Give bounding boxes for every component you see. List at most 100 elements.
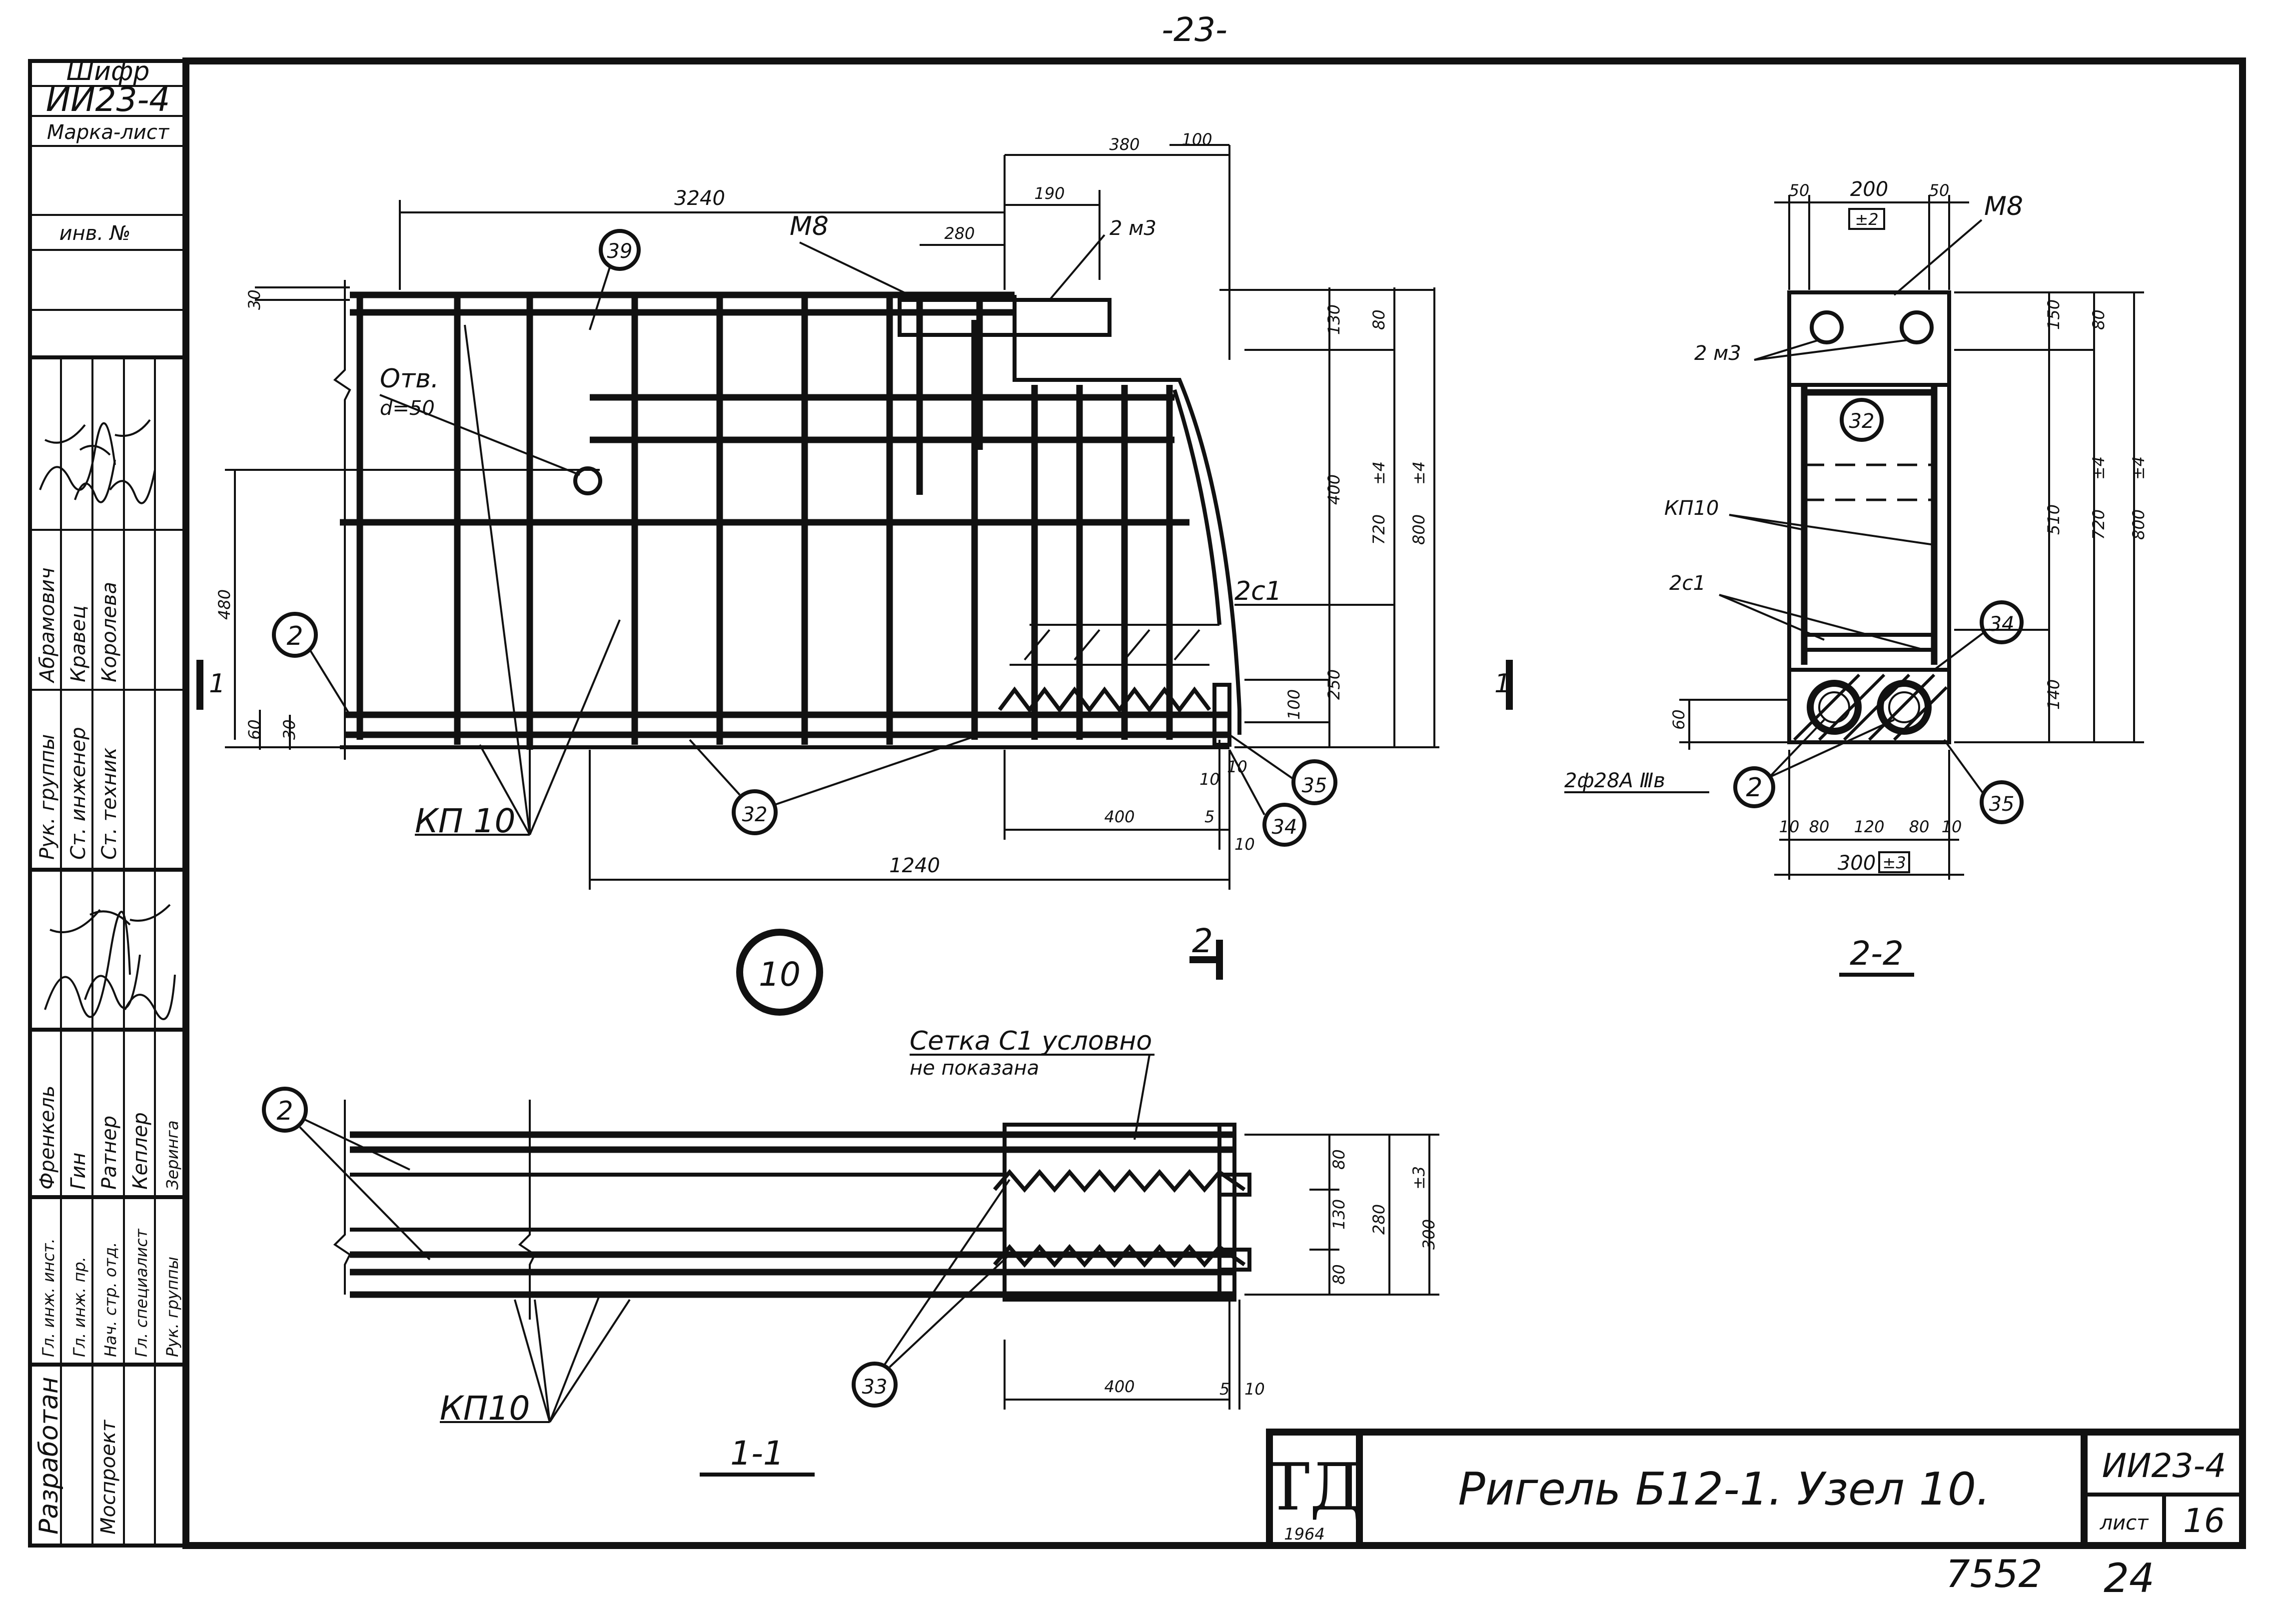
dim-190: 190 (1034, 184, 1065, 203)
stamp-top-role-1: Гл. инж. инст. (39, 1238, 58, 1357)
svg-text:33: 33 (862, 1376, 888, 1399)
dim-400: 400 (1324, 474, 1343, 505)
section-mark-2: 2 (1192, 922, 1213, 960)
s22-dim-b10b: 10 (1942, 817, 1962, 836)
s11-tol-300: ±3 (1409, 1166, 1428, 1190)
archive-number: 7552 (1946, 1552, 2042, 1596)
dim-left-30b: 30 (280, 719, 299, 740)
label-hole-d: d=50 (380, 397, 435, 420)
s11-dim-400: 400 (1104, 1377, 1135, 1396)
dim-left-60: 60 (245, 719, 264, 740)
s22-dim-b10a: 10 (1779, 817, 1800, 836)
dim-720-tol: ±4 (1369, 461, 1388, 485)
s11-dim-130: 130 (1329, 1199, 1348, 1230)
stamp-top-name-1: Френкель (36, 1086, 59, 1190)
s22-dim-200: 200 (1850, 178, 1888, 201)
section-2-2-title: 2-2 (1850, 934, 1904, 973)
svg-text:2: 2 (1746, 773, 1762, 803)
s22-dim-800: 800 (2129, 509, 2148, 540)
s11-balloon-33: 33 (852, 1179, 1011, 1408)
s22-tol-top: ±2 (1855, 210, 1878, 229)
label-2m3: 2 м3 (1110, 217, 1156, 240)
s22-dim-80: 80 (2089, 309, 2108, 330)
stamp-cipher-label: Шифр (66, 56, 150, 86)
s11-dim-10: 10 (1244, 1380, 1265, 1399)
section-2-2: 2-2 50 200 50 ±2 М8 2 м3 КП10 2с1 2ф28А … (1564, 178, 2148, 977)
s11-note-line1: Сетка С1 условно (910, 1026, 1152, 1056)
stamp-mark-label: Марка-лист (47, 121, 170, 144)
label-hole: Отв. (380, 364, 439, 394)
dim-bottom-400: 400 (1104, 807, 1135, 826)
svg-text:35: 35 (1302, 774, 1327, 797)
s22-label-2c1: 2с1 (1669, 572, 1706, 595)
stamp-name-3: Королева (98, 582, 121, 682)
stamp-column: Шифр ИИ23-4 Марка-лист инв. № Рук. групп… (30, 56, 186, 1546)
s22-dim-60: 60 (1669, 709, 1688, 730)
signature-2 (74, 445, 116, 503)
balloon-35-main: 35 (1228, 734, 1337, 805)
dim-130: 130 (1324, 304, 1343, 335)
s22-dim-140: 140 (2044, 679, 2063, 710)
stamp-name-1: Абрамович (36, 567, 59, 684)
s22-dim-720-tol: ±4 (2089, 456, 2108, 480)
stamp-top-name-3: Ратнер (98, 1116, 121, 1190)
main-view: 1 1 2 3240 380 100 190 280 130 80 400 72… (196, 130, 1513, 1016)
dim-380: 380 (1109, 135, 1140, 154)
stamp-inv-label: инв. № (59, 222, 131, 245)
balloon-34-main: 34 (1228, 749, 1306, 847)
s22-dim-b120: 120 (1854, 817, 1884, 836)
s22-balloon-35: 35 (1943, 739, 2024, 824)
s22-dim-150: 150 (2044, 299, 2063, 330)
stamp-developer-org: Моспроект (97, 1419, 120, 1535)
s22-dim-510: 510 (2044, 504, 2063, 535)
balloon-39: 39 (589, 229, 641, 330)
stamp-cipher: ИИ23-4 (46, 80, 170, 119)
stamp-name-2: Кравец (67, 605, 90, 682)
signature-5 (84, 910, 141, 1009)
dim-bottom-1240: 1240 (889, 854, 940, 877)
node-mark: 10 (759, 955, 801, 994)
svg-text:32: 32 (1849, 410, 1875, 433)
signature-3 (109, 419, 156, 504)
s22-label-kp10: КП10 (1664, 497, 1719, 520)
page-number: -23- (1161, 10, 1227, 49)
dim-800: 800 (1409, 514, 1428, 545)
svg-text:32: 32 (742, 803, 768, 826)
svg-text:35: 35 (1989, 793, 2015, 816)
signature-4 (44, 909, 131, 1018)
svg-text:2: 2 (286, 621, 303, 651)
stamp-top-name-5: Зеринга (163, 1120, 182, 1190)
s11-dim-300: 300 (1419, 1219, 1438, 1250)
stamp-top-role-3: Нач. стр. отд. (101, 1242, 120, 1357)
s22-balloon-2: 2 (1733, 719, 1895, 808)
dim-3240: 3240 (674, 187, 725, 210)
svg-text:34: 34 (1272, 816, 1297, 839)
title-block-year: 1964 (1284, 1525, 1324, 1544)
title-block-sheet-label: лист (2100, 1512, 2150, 1535)
s11-dim-80b: 80 (1329, 1264, 1348, 1285)
dim-bottom-10b: 10 (1227, 757, 1247, 776)
stamp-top-role-4: Гл. специалист (132, 1228, 151, 1357)
dim-left-30: 30 (245, 289, 264, 310)
s22-label-m8: М8 (1984, 191, 2023, 221)
section-1-1: 80 130 80 280 300 ±3 400 5 10 Сетка С1 у… (262, 1026, 1439, 1477)
title-block: ТД 1964 Ригель Б12-1. Узел 10. ИИ23-4 ли… (1266, 1429, 2246, 1549)
s22-tol-300: ±3 (1882, 853, 1906, 872)
dim-80: 80 (1369, 309, 1388, 330)
s11-balloon-2: 2 (262, 1087, 431, 1261)
label-2c1-main: 2с1 (1234, 576, 1282, 606)
s22-balloon-32: 32 (1840, 398, 1884, 442)
stamp-column-frame (28, 59, 188, 1548)
footer-page: 24 (2104, 1555, 2155, 1602)
dim-bottom-10a: 10 (1199, 770, 1220, 789)
section-mark-1-right: 1 (1494, 669, 1511, 699)
svg-text:34: 34 (1989, 613, 2015, 636)
dim-800-tol: ±4 (1409, 461, 1428, 485)
s22-label-2m3: 2 м3 (1694, 342, 1741, 365)
node-mark-circle (736, 929, 823, 1016)
stamp-top-name-2: Гин (67, 1153, 90, 1190)
title-block-cipher: ИИ23-4 (2102, 1447, 2227, 1485)
dim-100: 100 (1181, 130, 1212, 149)
title-block-logo: ТД (1266, 1449, 1362, 1525)
title-block-title: Ригель Б12-1. Узел 10. (1458, 1463, 1990, 1516)
